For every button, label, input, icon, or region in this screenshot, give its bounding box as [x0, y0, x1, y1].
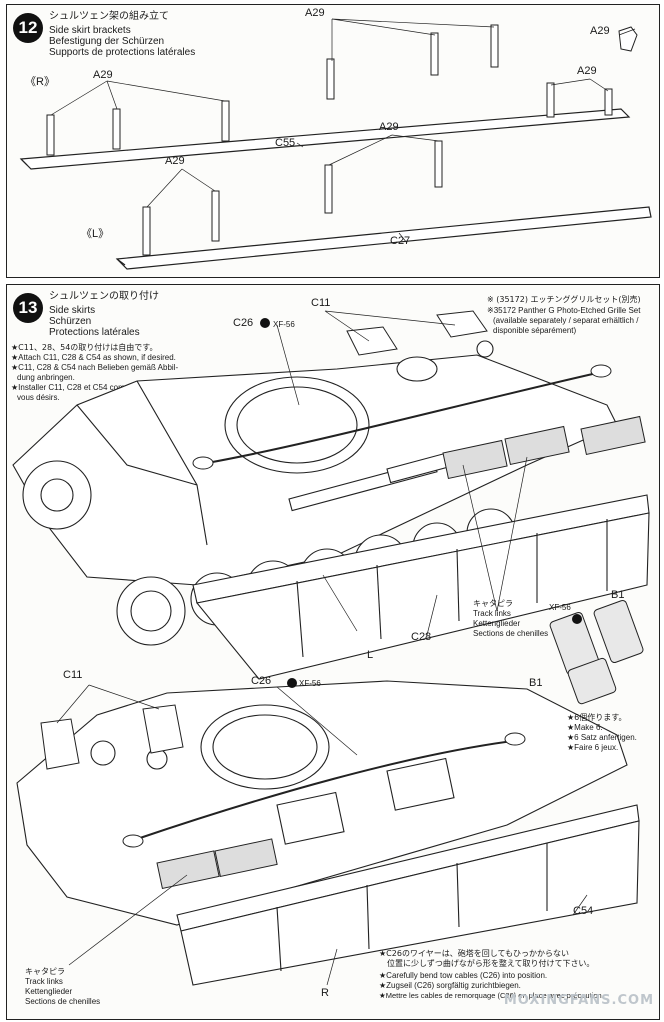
track-label-de: Kettenglieder: [473, 619, 521, 628]
part-label-a29: A29: [93, 69, 113, 81]
watermark: MOXINGFANS.COM: [503, 993, 654, 1008]
make-note-line: ★6 Satz anfertigen.: [567, 733, 637, 742]
paint-dot-icon: [572, 614, 582, 624]
part-label-a29: A29: [165, 155, 185, 167]
tow-note-line: 位置に少しずつ曲げながら形を整えて取り付けて下さい。: [387, 959, 595, 968]
part-label-a29: A29: [577, 65, 597, 77]
paint-dot-icon: [287, 678, 297, 688]
side-label-l: L: [367, 649, 374, 661]
skirt-c54-drawing: [176, 804, 640, 986]
step-13-drawing: [12, 310, 650, 986]
part-label-c26: C26: [233, 317, 254, 329]
part-label-c55: C55: [275, 137, 296, 149]
tow-cable-c26: [136, 740, 514, 840]
etch-note-line: ※ (35172) エッチンググリルセット(別売): [487, 295, 641, 304]
tow-cable-c26: [206, 372, 598, 464]
etch-note-line: disponible séparément): [493, 326, 577, 335]
step-number-badge: 12: [13, 13, 43, 43]
step-12-panel: 12 シュルツェン架の組み立て Side skirt brackets Befe…: [6, 4, 660, 278]
part-label-a29: A29: [590, 25, 610, 37]
part-label-c28: C28: [411, 631, 432, 643]
rail-c27: [115, 206, 652, 270]
part-label-a29: A29: [305, 7, 325, 19]
side-label-r: R: [321, 987, 329, 999]
note-line: vous désirs.: [17, 393, 60, 402]
step-title-fr: Supports de protections latérales: [49, 47, 196, 58]
track-label-fr: Sections de chenilles: [25, 997, 101, 1006]
etch-note-line: (available separately / separat erhältli…: [493, 316, 639, 325]
track-label-fr: Sections de chenilles: [473, 629, 549, 638]
part-label-b1: B1: [611, 589, 625, 601]
track-label-de: Kettenglieder: [25, 987, 73, 996]
paint-dot-icon: [260, 318, 270, 328]
step-title-en: Side skirts: [49, 305, 96, 316]
step-title-de: Schürzen: [49, 316, 92, 327]
step-title-jp: シュルツェン架の組み立て: [49, 11, 169, 22]
rail-c55: [19, 108, 631, 170]
paint-label-xf56: XF-56: [549, 603, 571, 612]
step-12-drawing: [19, 18, 652, 270]
step-title-de: Befestigung der Schürzen: [49, 36, 165, 47]
step-title-fr: Protections latérales: [49, 327, 140, 338]
note-line: dung anbringen.: [17, 373, 75, 382]
part-label-c26: C26: [251, 675, 272, 687]
part-label-c27: C27: [390, 235, 411, 247]
make-note-line: ★Faire 6 jeux.: [567, 743, 619, 752]
tow-note-line: ★Mettre les cables de remorquage (C26) e…: [379, 991, 604, 1000]
note-line: ★Installer C11, C28 et C54 comme indiqué…: [11, 383, 175, 392]
step-number-badge: 13: [13, 293, 43, 323]
paint-label-xf56: XF-56: [273, 320, 295, 329]
side-label-l: 《L》: [81, 228, 110, 240]
tow-note-line: ★Carefully bend tow cables (C26) into po…: [379, 971, 548, 980]
tow-note-line: ★Zugseil (C26) sorgfältig zurichtbiegen.: [379, 981, 521, 990]
side-label-r: 《R》: [25, 76, 55, 88]
step-13-panel: 13 シュルツェンの取り付け Side skirts Schürzen Prot…: [6, 284, 660, 1020]
part-label-c54: C54: [573, 905, 594, 917]
skirt-c28-drawing: [192, 494, 650, 680]
part-label-a29: A29: [379, 121, 399, 133]
step-title-en: Side skirt brackets: [49, 25, 131, 36]
etch-note-line: ※35172 Panther G Photo-Etched Grille Set: [487, 306, 641, 315]
track-label-en: Track links: [25, 977, 63, 986]
note-line: ★C11、28、54の取り付けは自由です。: [11, 343, 158, 352]
step-title-jp: シュルツェンの取り付け: [49, 291, 159, 302]
part-label-b1: B1: [529, 677, 543, 689]
tow-note-line: ★C26のワイヤーは、砲塔を回してもひっかからない: [379, 949, 570, 958]
note-line: ★Attach C11, C28 & C54 as shown, if desi…: [11, 353, 176, 362]
track-label-jp: キャタピラ: [473, 599, 513, 608]
part-label-c11: C11: [311, 297, 331, 309]
make-note-line: ★Make 6.: [567, 723, 603, 732]
track-label-jp: キャタピラ: [25, 967, 65, 976]
track-label-en: Track links: [473, 609, 511, 618]
paint-label-xf56: XF-56: [299, 679, 321, 688]
note-line: ★C11, C28 & C54 nach Belieben gemäß Abbi…: [11, 363, 179, 372]
part-label-c11: C11: [63, 669, 83, 681]
track-b1-detail: [549, 599, 644, 705]
make-note-line: ★6個作ります。: [567, 713, 627, 722]
